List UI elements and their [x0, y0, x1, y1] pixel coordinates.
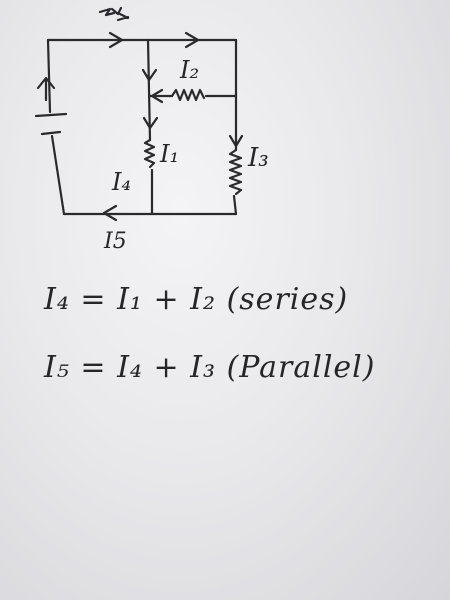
label-i1: I₁: [159, 140, 179, 168]
equation-parallel: I₅ = I₄ + I₃ (Parallel): [44, 350, 376, 385]
battery-short-plate: [40, 130, 62, 136]
battery-long-plate: [34, 112, 68, 118]
label-i2: I₂: [179, 56, 199, 84]
top-wire-arrow-left: [108, 31, 124, 49]
right-branch-arrow: [228, 134, 244, 148]
resistor-r2: [170, 88, 206, 102]
middle-branch-arrow-top: [141, 68, 158, 82]
middle-branch-arrow-r2: [150, 88, 164, 104]
equation-series: I₄ = I₁ + I₂ (series): [44, 282, 349, 317]
bottom-wire-arrow: [102, 204, 118, 222]
left-wire-upper: [46, 38, 52, 114]
resistor-r1: [143, 138, 156, 169]
label-i5: I5: [103, 229, 127, 254]
middle-branch-wire: [146, 38, 154, 216]
top-wire-arrow-right: [184, 31, 200, 49]
scribble-mark: [98, 6, 130, 22]
left-wire-lower: [50, 134, 66, 216]
right-wire-lower: [232, 94, 238, 216]
label-i3: I₃: [247, 143, 269, 173]
label-i4: I₄: [111, 168, 131, 196]
battery-current-arrow: [36, 76, 56, 102]
resistor-r3: [228, 148, 243, 196]
middle-branch-arrow-r1: [142, 116, 159, 130]
